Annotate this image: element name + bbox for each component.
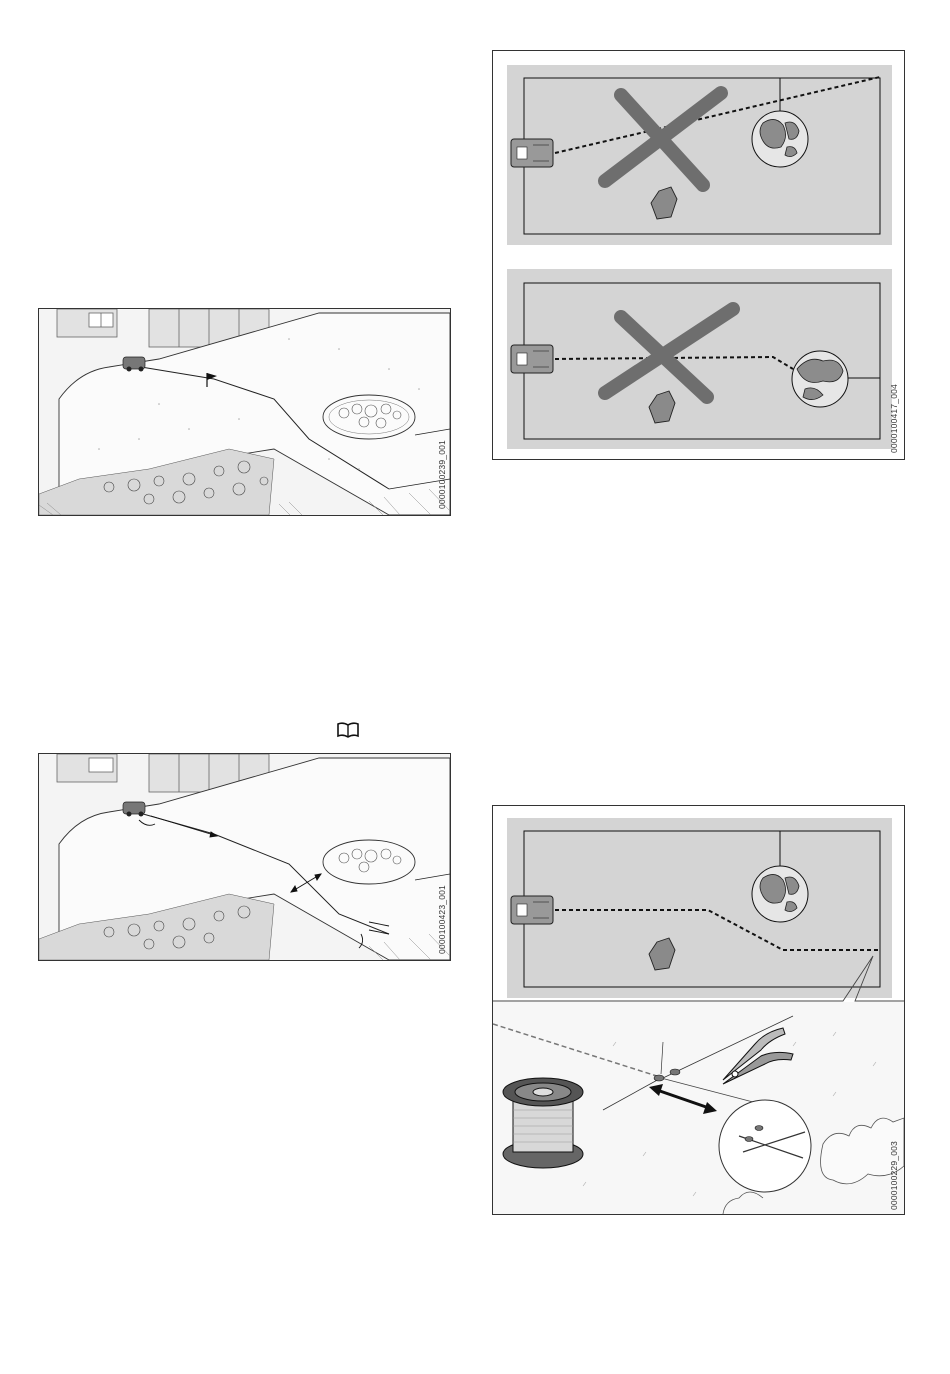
figure-id: 0000100423_001 [437,885,447,954]
charging-station-icon [511,139,553,167]
mower-icon [123,357,145,372]
figure-wire-reel: 0000100229_003 [492,805,905,1215]
book-icon [336,722,360,738]
routing-diagrams [493,51,904,459]
mower-icon [123,802,145,817]
figure-routing-diagrams: 0000100417_004 [492,50,905,460]
wire-reel-icon [503,1078,583,1168]
figure-id: 0000100239_001 [437,440,447,509]
figure-id: 0000100417_004 [889,384,899,453]
charging-station-icon [511,896,553,924]
wire-reel-illustration [493,806,904,1214]
figure-id: 0000100229_003 [889,1141,899,1210]
figure-perimeter-flag: 0000100239_001 [38,308,451,516]
figure-distance-arrows: 0000100423_001 [38,753,451,961]
charging-station-icon [511,345,553,373]
garden-illustration [39,309,450,515]
garden-illustration [39,754,450,960]
